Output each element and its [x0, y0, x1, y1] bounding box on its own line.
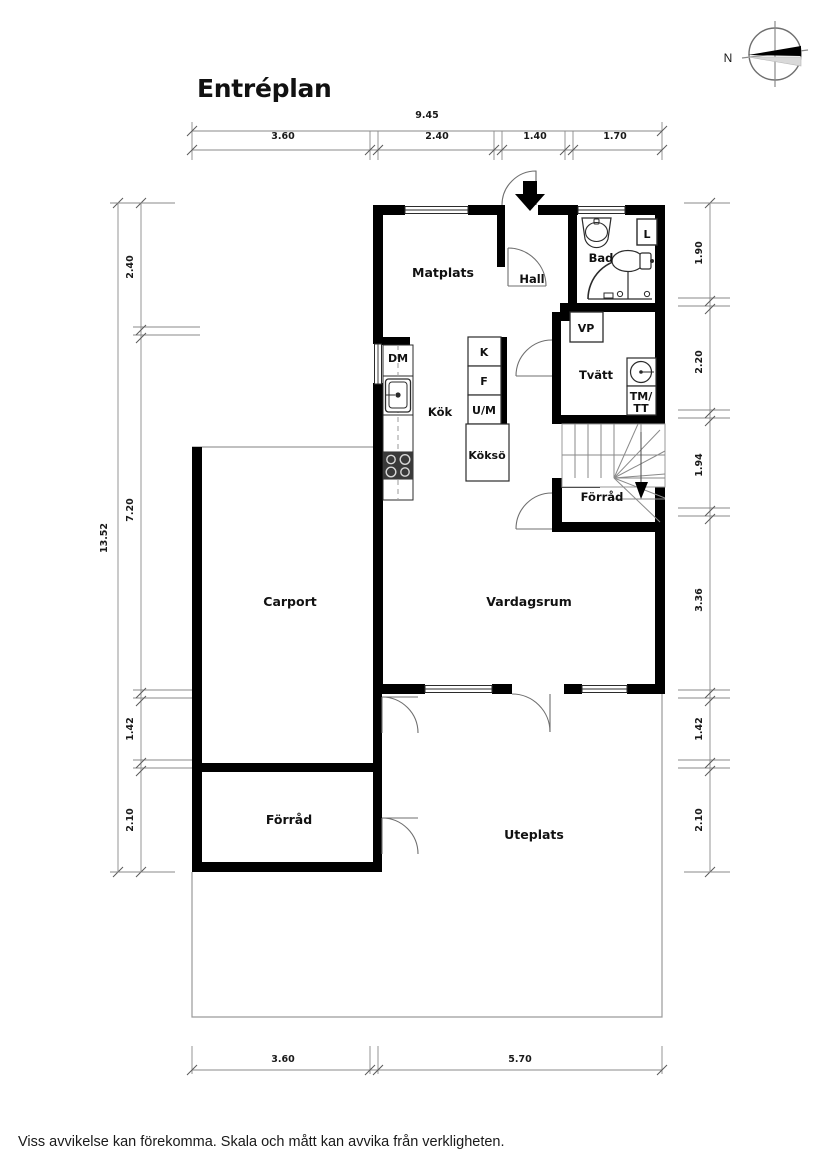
tmtt-label-line2: TT — [633, 402, 649, 415]
uteplats-boundary — [191, 694, 663, 1018]
room-label-uteplats: Uteplats — [504, 827, 564, 842]
dimension-top: 9.45 3.60 2.40 1.40 1.70 — [186, 110, 668, 160]
room-label-matplats: Matplats — [412, 265, 474, 280]
stove-icon — [383, 452, 413, 479]
room-label-hall: Hall — [519, 272, 544, 286]
dim-right-seg-4: 3.36 — [694, 588, 705, 612]
door-tvatt[interactable] — [515, 339, 553, 377]
room-label-tvatt: Tvätt — [579, 368, 614, 382]
dishwasher-dm: DM — [388, 352, 408, 365]
door-forrad-lower[interactable] — [381, 817, 419, 855]
room-label-vardagsrum: Vardagsrum — [486, 594, 571, 609]
window-top-2 — [577, 206, 626, 214]
compass-north-label: N — [724, 51, 733, 65]
tumble-dryer-tmtt: TM/ TT — [626, 385, 657, 416]
dim-top-seg-3: 1.40 — [523, 131, 547, 142]
room-label-forrad-upper: Förråd — [581, 490, 624, 504]
cabinet-stack: K F U/M — [467, 336, 502, 425]
cabinet-l-label: L — [643, 228, 650, 241]
dim-bottom-seg-2: 5.70 — [508, 1054, 532, 1065]
sink-icon — [384, 378, 412, 413]
toilet-icon — [611, 249, 654, 273]
door-hall-matplats[interactable] — [507, 247, 547, 287]
dim-bottom-seg-1: 3.60 — [271, 1054, 295, 1065]
room-label-kok: Kök — [428, 405, 453, 419]
dimension-bottom: 3.60 5.70 — [186, 1046, 668, 1076]
kitchen-island: Köksö — [465, 423, 510, 482]
dim-right-seg-1: 1.90 — [694, 241, 705, 265]
entrance-direction-arrow — [515, 181, 545, 211]
dimension-right: 1.90 2.20 1.94 3.36 1.42 2.10 — [678, 197, 730, 878]
dim-top-seg-1: 3.60 — [271, 131, 295, 142]
carport-forrad-walls — [192, 446, 382, 872]
window-top-1 — [404, 206, 469, 214]
door-vardagsrum-to-uteplats[interactable] — [511, 693, 551, 733]
dim-left-seg-2: 7.20 — [125, 498, 136, 522]
compass-rose: N — [724, 21, 809, 87]
page-title: Entréplan — [197, 74, 332, 103]
tmtt-label-line1: TM/ — [630, 390, 653, 403]
washbasin-icon — [581, 217, 612, 249]
room-label-forrad-lower: Förråd — [266, 812, 312, 827]
dimension-left: 13.52 2.40 7.20 1.42 — [99, 197, 200, 878]
dm-label: DM — [388, 352, 408, 365]
washing-machine-icon — [626, 357, 657, 387]
cabinet-l: L — [636, 218, 658, 246]
cabinet-um-label: U/M — [472, 404, 496, 417]
window-bottom-2 — [581, 685, 628, 693]
cabinet-k-label: K — [480, 346, 489, 359]
vp-label: VP — [578, 322, 595, 335]
disclaimer-note: Viss avvikelse kan förekomma. Skala och … — [18, 1134, 505, 1150]
door-forrad-upper[interactable] — [515, 492, 553, 530]
dim-left-seg-3: 1.42 — [125, 717, 136, 740]
dim-right-seg-6: 2.10 — [694, 808, 705, 832]
vp-unit: VP — [569, 311, 604, 343]
dim-left-total: 13.52 — [99, 523, 110, 553]
dim-left-seg-4: 2.10 — [125, 808, 136, 832]
dim-top-total: 9.45 — [415, 110, 438, 121]
room-label-bad: Bad — [589, 251, 614, 265]
room-label-carport: Carport — [263, 594, 316, 609]
dim-left-seg-1: 2.40 — [125, 255, 136, 279]
window-bottom-1 — [424, 685, 493, 693]
cabinet-f-label: F — [480, 375, 488, 388]
dim-top-seg-2: 2.40 — [425, 131, 449, 142]
door-carport-to-uteplats[interactable] — [381, 696, 419, 734]
kokso-label: Köksö — [468, 449, 506, 462]
dim-right-seg-2: 2.20 — [694, 350, 705, 374]
dim-right-seg-5: 1.42 — [694, 717, 705, 740]
dim-top-seg-4: 1.70 — [603, 131, 627, 142]
dim-right-seg-3: 1.94 — [694, 453, 705, 477]
staircase — [561, 423, 666, 523]
window-left-kitchen — [374, 343, 382, 385]
